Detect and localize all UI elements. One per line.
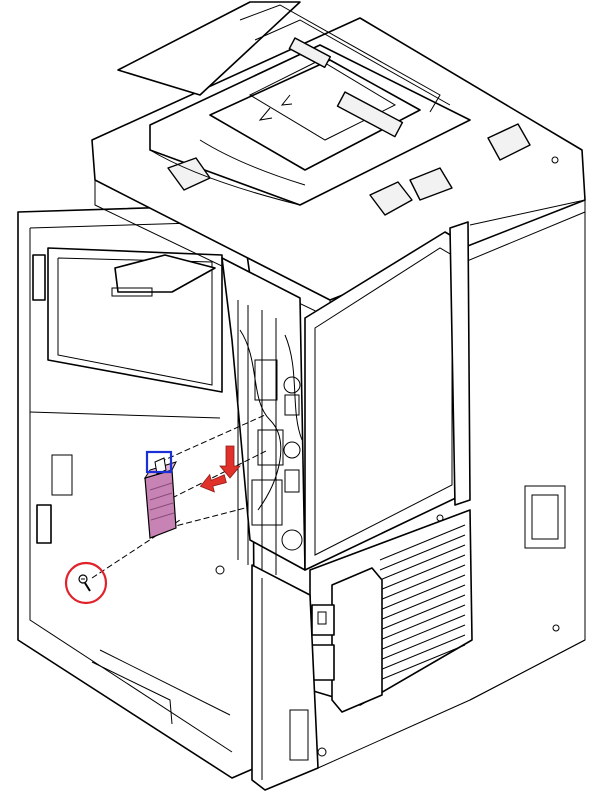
screw-icon xyxy=(64,561,108,605)
printer-access-window xyxy=(47,247,223,393)
printer-lower-vent xyxy=(215,156,586,791)
push-arrow-icon xyxy=(199,473,227,493)
replacement-part xyxy=(143,457,177,539)
tab-callout-box xyxy=(145,450,173,474)
printer-center-frame xyxy=(221,257,306,575)
insert-arrow-icon xyxy=(219,445,241,479)
printer-right-panel xyxy=(304,199,586,701)
vent-grille xyxy=(379,524,466,681)
